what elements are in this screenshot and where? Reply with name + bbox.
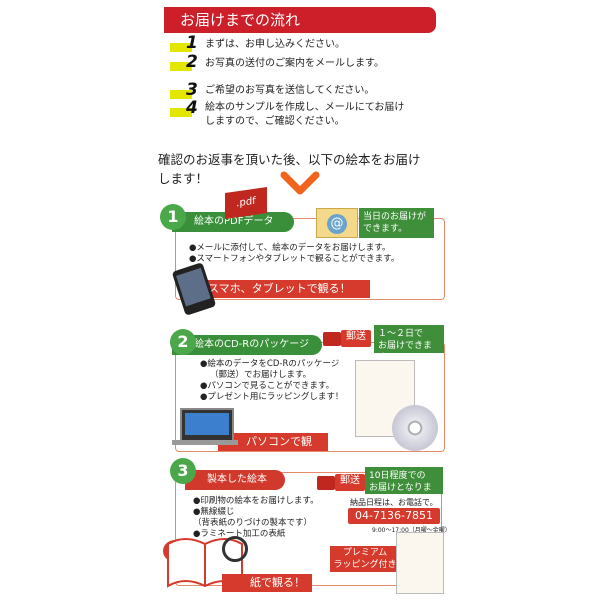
step-2-text: お写真の送付のご案内をメールします。 [205,58,384,69]
option-3-bullet-1: ●印刷物の絵本をお届けします。 [193,496,319,506]
step-4-highlight [170,108,192,117]
premium-wrapping-badge: プレミアム ラッピング付き [330,546,400,572]
intro-line-2: します！ [158,171,209,186]
laptop-base [172,440,238,445]
laptop-icon [180,408,234,442]
option-2-bullet-4: ●プレゼント用にラッピングします！ [200,392,344,402]
option-2-label: 絵本のCD-Rのパッケージ [172,335,322,355]
option-3-delivery-line-1: 10日程度での [369,471,426,481]
phone-number[interactable]: 04-7136-7851 [348,508,440,524]
option-1-banner: スマホ、タブレットで観る！ [180,280,370,298]
step-3-highlight [170,90,192,99]
option-3-bullet-2: ●無線綴じ [193,507,235,517]
option-3-info-label: 納品日程は、お電話で。 [350,498,438,507]
truck-icon [317,476,335,490]
option-2-bullet-1: ●絵本のデータをCD-Rのパッケージ [200,359,340,369]
option-3-bullet-4: ●ラミネート加工の表紙 [193,529,286,539]
option-1-label: 絵本のPDFデータ [172,212,294,232]
step-2-highlight [170,62,192,71]
step-4-number: 4 [186,98,198,118]
step-1-number: 1 [186,33,198,53]
option-1-delivery-line-2: できます。 [363,224,408,234]
truck-icon [323,332,341,346]
printed-book-image [396,532,444,594]
option-2-delivery-line-2: お届けできます。 [378,341,433,363]
option-3-label: 製本した絵本 [185,470,285,490]
option-2-bullet-2: （郵送）でお届けします。 [210,370,312,380]
option-3-banner: 紙で観る！ [222,574,312,592]
option-1-bullet-2: ●スマートフォンやタブレットで観ることができます。 [189,254,400,264]
premium-line-2: ラッピング付き [333,560,397,570]
magnifier-icon [222,536,248,562]
premium-line-1: プレミアム [342,548,388,558]
option-1-frame [175,218,445,300]
option-2-ship-tag: 郵送 [341,330,371,347]
option-1-delivery-line-1: 当日のお届けが [363,212,427,222]
option-3-number: 3 [170,458,196,484]
option-2-number: 2 [170,329,196,355]
option-2-delivery-note: １～２日で お届けできます。 [374,325,444,363]
step-1-highlight [170,43,192,52]
option-3-delivery-note: 10日程度での お届けとなります。 [365,467,443,505]
step-4-text-line2: しますので、ご確認ください。 [205,116,345,127]
chevron-down-icon [280,171,320,195]
at-icon: @ [327,214,347,234]
option-1-bullet-1: ●メールに添付して、絵本のデータをお届けします。 [189,243,391,253]
intro-line-1: 確認のお返事を頂いた後、以下の絵本をお届け [158,152,421,167]
flow-header: お届けまでの流れ [164,7,436,33]
step-3-text: ご希望のお写真を送信してください。 [205,85,375,96]
step-1-text: まずは、お申し込みください。 [205,39,345,50]
email-icon: @ [316,208,358,238]
option-1-delivery-note: 当日のお届けが できます。 [359,208,434,238]
option-1-number: 1 [160,204,186,230]
business-hours: 9:00〜17:00（月曜〜金曜） [372,527,451,534]
option-2-bullet-3: ●パソコンで見ることができます。 [200,381,335,391]
option-3-bullet-3: （背表紙のりづけの製本です） [193,518,313,528]
option-2-banner: パソコンで観る！ [218,433,328,466]
option-2-delivery-line-1: １～２日で [378,329,424,339]
option-3-ship-tag: 郵送 [335,474,365,491]
cd-disc-image [392,405,438,451]
intro-text: 確認のお返事を頂いた後、以下の絵本をお届け します！ [158,150,458,188]
step-3-number: 3 [186,80,198,100]
step-2-number: 2 [186,52,198,72]
step-4-text-line1: 絵本のサンプルを作成し、メールにてお届け [205,102,405,113]
option-3-delivery-line-2: お届けとなります。 [369,483,432,505]
